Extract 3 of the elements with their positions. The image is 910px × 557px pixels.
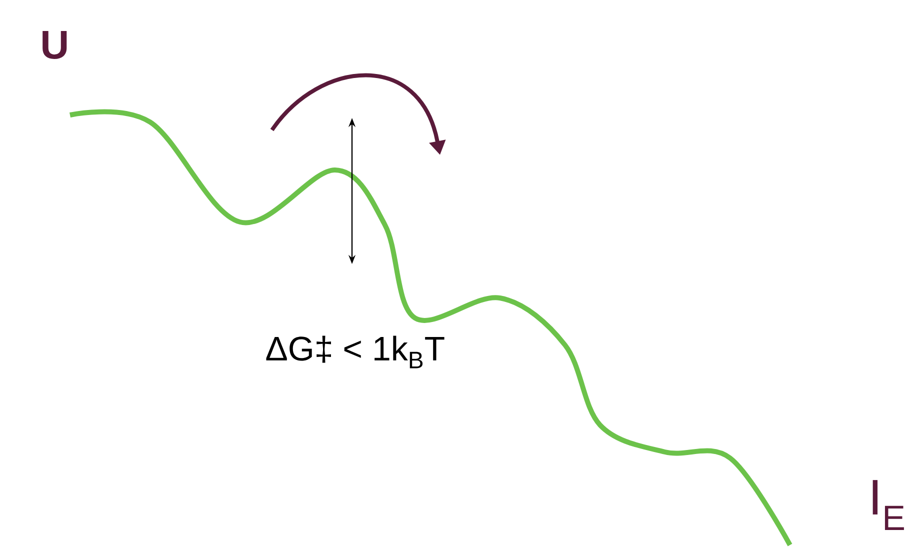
axis-label: ΔG‡ < 1k$_{B}$T (266, 336, 444, 368)
axis-label: I$_{E}$ (872, 480, 904, 530)
axis-label: U (42, 31, 67, 59)
